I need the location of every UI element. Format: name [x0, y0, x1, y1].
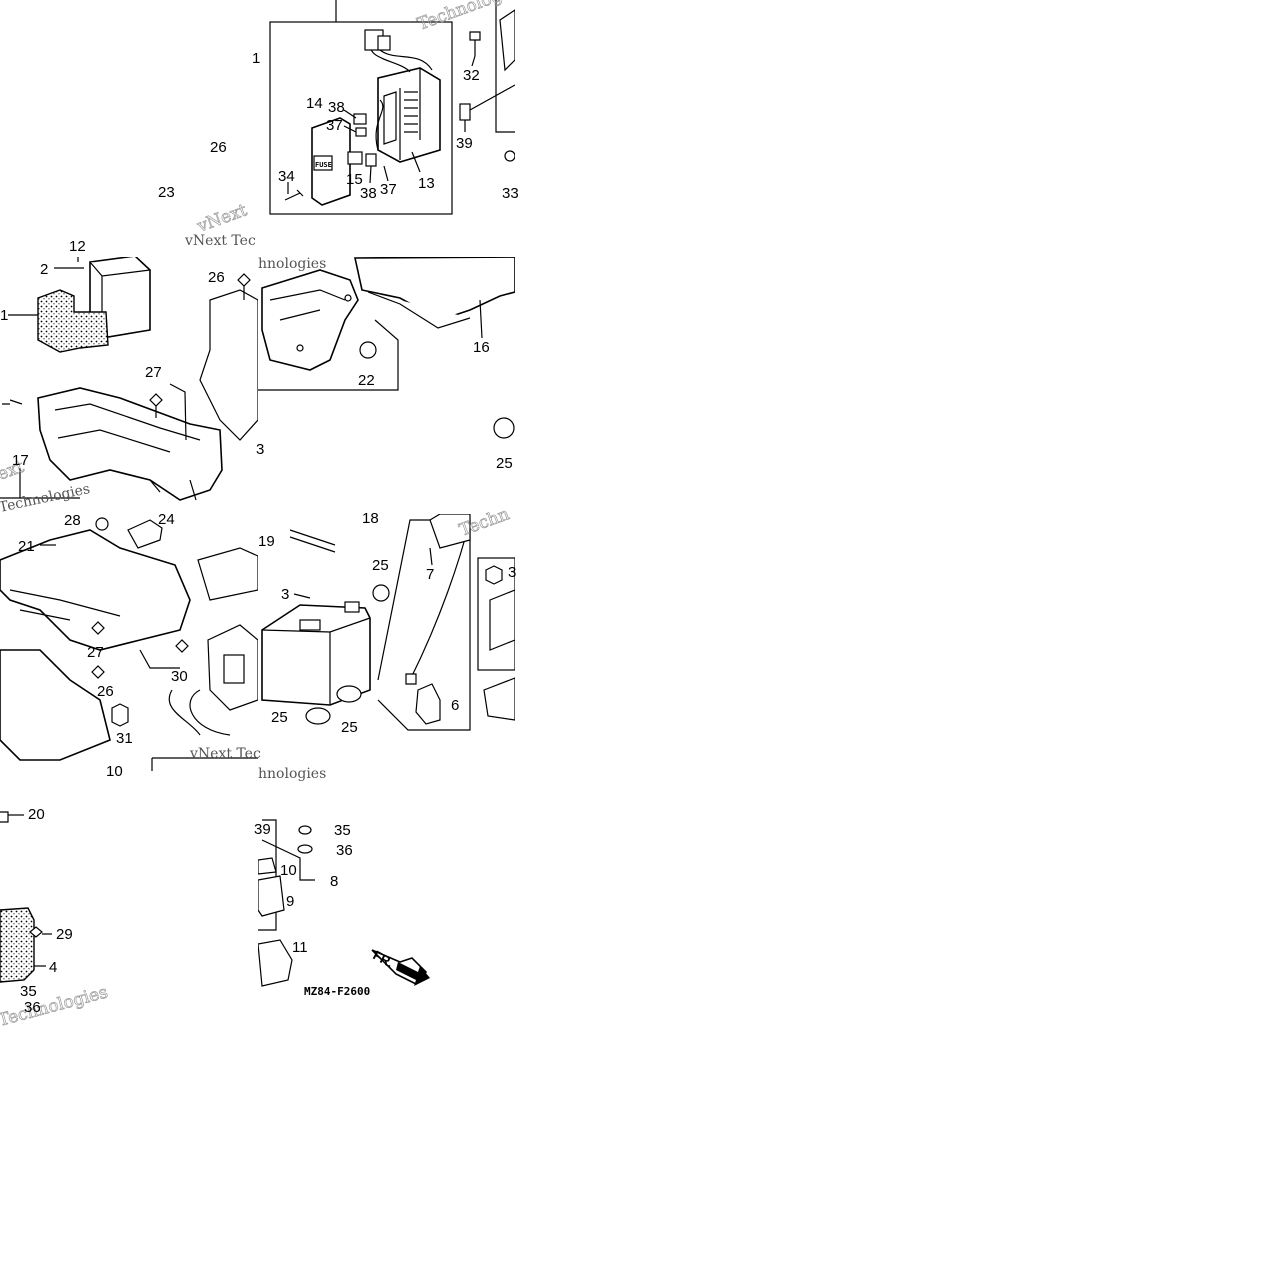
callout-33: 33 [502, 185, 519, 202]
callout-26: 26 [210, 139, 227, 156]
watermark: vNext Tec [189, 746, 261, 762]
fuse-box-body [364, 29, 441, 163]
callout-7: 7 [426, 566, 434, 583]
callout-28: 28 [64, 512, 81, 529]
callout-27: 27 [87, 644, 104, 661]
callout-9: 9 [286, 893, 294, 910]
callout-6: 6 [451, 697, 459, 714]
callout-38: 38 [328, 99, 345, 116]
callout-13: 13 [418, 175, 435, 192]
callout-25: 25 [341, 719, 358, 736]
callout-24: 24 [158, 511, 175, 528]
callout-3: 3 [508, 564, 516, 581]
callout-12: 12 [69, 238, 86, 255]
callout-1: 1 [252, 50, 260, 67]
callout-21: 21 [18, 538, 35, 555]
callout-37: 37 [380, 181, 397, 198]
callout-31: 31 [116, 730, 133, 747]
callout-11: 11 [292, 939, 308, 956]
callout-30: 30 [171, 668, 188, 685]
callout-15: 15 [346, 171, 363, 188]
tile-fuse-box: FUSE [269, 0, 515, 215]
watermark: hnologies [258, 256, 326, 272]
callouts: 1 14 38 37 15 38 37 13 34 32 39 33 26 23… [0, 50, 519, 1016]
diagram-code: MZ84-F2600 [304, 985, 370, 998]
tile-battery [261, 514, 515, 731]
callout-8: 8 [330, 873, 338, 890]
tile-regulator [0, 811, 52, 983]
callout-39: 39 [456, 135, 473, 152]
callout-2: 2 [40, 261, 48, 278]
callout-10: 10 [280, 862, 297, 879]
callout-25: 25 [372, 557, 389, 574]
callout-1: 1 [0, 307, 8, 324]
callout-35: 35 [20, 983, 37, 1000]
callout-25: 25 [271, 709, 288, 726]
callout-38: 38 [360, 185, 377, 202]
watermark: vNext Tec [184, 233, 256, 249]
callout-37: 37 [326, 117, 343, 134]
callout-3: 3 [256, 441, 264, 458]
callout-4: 4 [49, 959, 57, 976]
callout-17: 17 [12, 452, 29, 469]
fuse-label: FUSE [315, 161, 332, 169]
callout-25: 25 [496, 455, 513, 472]
tile-tray [258, 257, 515, 439]
callout-35: 35 [334, 822, 351, 839]
callout-18: 18 [362, 510, 379, 527]
callout-3: 3 [281, 586, 289, 603]
callout-29: 29 [56, 926, 73, 943]
tile-lower-bracket [0, 517, 258, 771]
fuse-cover: FUSE [311, 117, 351, 206]
watermark: vNext [194, 200, 250, 237]
callout-23: 23 [158, 184, 175, 201]
callout-16: 16 [473, 339, 490, 356]
callout-36: 36 [336, 842, 353, 859]
watermark: Technologies [0, 982, 110, 1030]
callout-32: 32 [463, 67, 480, 84]
watermark: hnologies [258, 766, 326, 782]
callout-10: 10 [106, 763, 123, 780]
callout-34: 34 [278, 168, 295, 185]
callout-39: 39 [254, 821, 271, 838]
callout-26: 26 [208, 269, 225, 286]
watermark: Techn [457, 504, 512, 540]
tile-bracket [0, 257, 258, 501]
callout-20: 20 [28, 806, 45, 823]
callout-36: 36 [24, 999, 41, 1016]
callout-14: 14 [306, 95, 323, 112]
front-arrow-icon [396, 962, 430, 986]
callout-19: 19 [258, 533, 275, 550]
callout-27: 27 [145, 364, 162, 381]
callout-26: 26 [97, 683, 114, 700]
callout-22: 22 [358, 372, 375, 389]
watermark: Technologies [0, 481, 91, 516]
